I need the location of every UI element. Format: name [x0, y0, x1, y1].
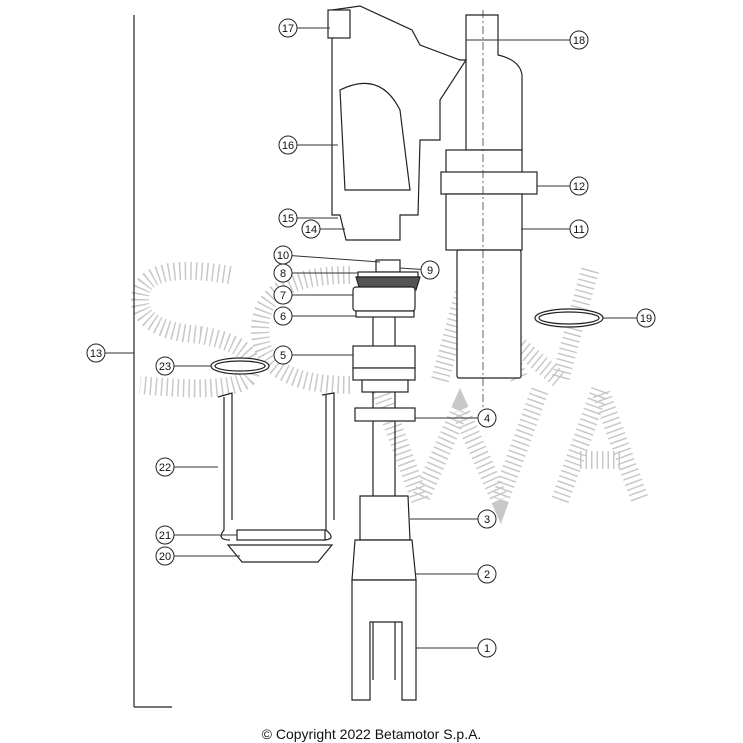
eye-1	[351, 579, 417, 701]
reservoir-sleeve	[456, 249, 522, 379]
callout-number: 8	[280, 268, 286, 280]
leader-line-10	[282, 254, 381, 263]
callout-5: 5	[273, 345, 293, 365]
callout-8: 8	[273, 263, 293, 283]
callout-number: 20	[159, 551, 171, 563]
spring-22	[217, 392, 233, 541]
callout-number: 2	[484, 569, 490, 581]
reservoir-top	[465, 14, 523, 151]
callout-number: 4	[484, 413, 490, 425]
callout-number: 21	[159, 530, 171, 542]
callout-7: 7	[273, 285, 293, 305]
callout-22: 22	[155, 457, 175, 477]
callout-number: 11	[573, 224, 584, 236]
head-passage	[339, 82, 411, 191]
washer-6	[355, 310, 415, 318]
clamp-12	[440, 171, 538, 195]
callout-number: 23	[159, 361, 171, 373]
callout-11: 11	[569, 219, 589, 239]
callout-19: 19	[636, 308, 656, 328]
callout-21: 21	[155, 525, 175, 545]
callout-4: 4	[477, 408, 497, 428]
callout-number: 12	[573, 181, 585, 193]
callout-15: 15	[278, 208, 298, 228]
callout-14: 14	[301, 219, 321, 239]
reservoir-mid	[445, 193, 523, 251]
spring-seat-20	[226, 544, 334, 563]
callout-number: 18	[573, 35, 585, 47]
copyright-text: © Copyright 2022 Betamotor S.p.A.	[261, 726, 482, 742]
washer-21	[236, 529, 326, 541]
callout-1: 1	[477, 638, 497, 658]
callout-20: 20	[155, 546, 175, 566]
callout-13: 13	[86, 343, 106, 363]
callout-number: 1	[484, 643, 490, 655]
piston-ring	[352, 367, 416, 381]
callout-number: 14	[305, 224, 317, 236]
callout-9: 9	[420, 260, 440, 280]
callout-number: 15	[282, 213, 294, 225]
callout-12: 12	[569, 176, 589, 196]
callout-number: 16	[282, 140, 294, 152]
callout-number: 5	[280, 350, 286, 362]
callout-number: 3	[484, 514, 490, 526]
callout-10: 10	[273, 245, 293, 265]
spring-seat-2	[351, 539, 417, 581]
bushing-7	[352, 286, 416, 312]
callout-16: 16	[278, 135, 298, 155]
callout-number: 10	[277, 250, 289, 262]
callout-6: 6	[273, 306, 293, 326]
piston-5	[352, 345, 416, 369]
callout-17: 17	[278, 18, 298, 38]
washer-8	[357, 271, 419, 278]
spring-22b	[321, 392, 335, 541]
callout-18: 18	[569, 30, 589, 50]
callout-number: 22	[159, 462, 171, 474]
callout-number: 9	[427, 265, 433, 277]
callout-number: 19	[640, 313, 652, 325]
callout-3: 3	[477, 509, 497, 529]
seal-holder	[361, 379, 409, 393]
adjuster-17	[327, 9, 351, 39]
callout-number: 17	[282, 23, 294, 35]
callout-23: 23	[155, 356, 175, 376]
guide-4	[354, 407, 416, 422]
callout-2: 2	[477, 564, 497, 584]
callout-number: 13	[90, 348, 102, 360]
callout-number: 7	[280, 290, 286, 302]
bumper-3	[359, 495, 411, 541]
callout-number: 6	[280, 311, 286, 323]
